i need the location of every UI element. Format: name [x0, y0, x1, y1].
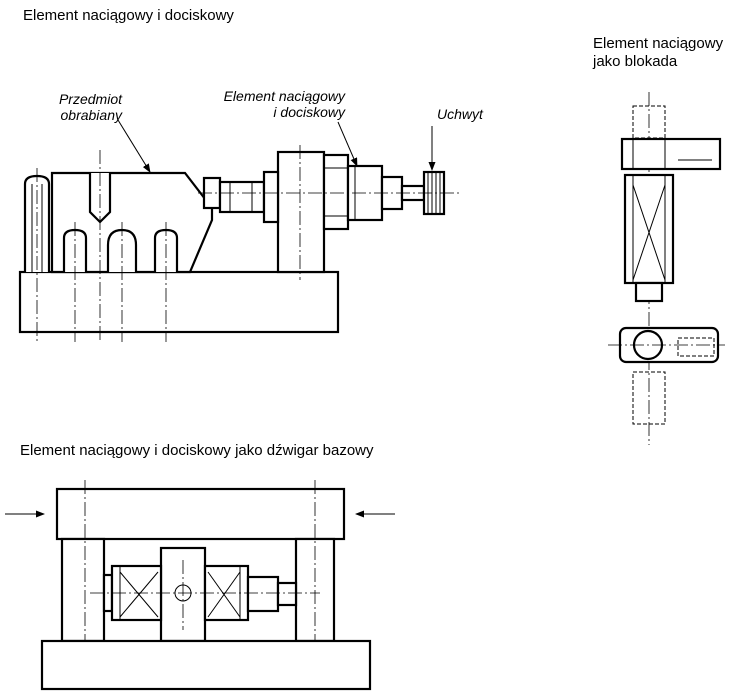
beam-view-drawing: [5, 480, 395, 691]
main-view-drawing: [18, 119, 462, 342]
lock-top-block: [620, 137, 722, 171]
main-support-block: [276, 150, 326, 274]
callout-workpiece-line-1: Przedmiot: [58, 91, 122, 107]
main-base-plate: [18, 270, 340, 334]
lock-stem: [634, 281, 664, 303]
beam-right-tip: [276, 581, 298, 607]
beam-right-stem: [246, 575, 280, 613]
callout-element-line-2: i dociskowy: [273, 104, 345, 120]
beam-top: [55, 487, 346, 541]
lock-view-drawing: [608, 92, 725, 445]
main-element-nut: [322, 153, 350, 231]
callout-handle: Uchwyt: [437, 106, 483, 122]
lock-view-caption-line-2: jako blokada: [593, 53, 678, 70]
leader-element: [337, 121, 358, 167]
callout-element-line-1: Element naciągowy: [223, 88, 345, 104]
callout-workpiece-line-2: obrabiany: [60, 107, 123, 123]
callout-workpiece: Przedmiot obrabiany: [59, 91, 122, 123]
lock-cylinder: [623, 173, 675, 285]
beam-base: [40, 639, 372, 691]
lock-view-caption-line-1: Element naciągowy: [593, 35, 724, 52]
beam-left-leg: [60, 537, 106, 643]
main-view-caption: Element naciągowy i dociskowy: [23, 7, 234, 24]
main-element-shaft: [218, 180, 266, 214]
lock-view-caption: Element naciągowy jako blokada: [593, 35, 723, 71]
leader-workpiece: [117, 119, 151, 173]
main-element-collar: [262, 170, 280, 224]
callout-element: Element naciągowy i dociskowy: [224, 88, 345, 120]
beam-view-caption: Element naciągowy i dociskowy jako dźwig…: [20, 442, 374, 459]
